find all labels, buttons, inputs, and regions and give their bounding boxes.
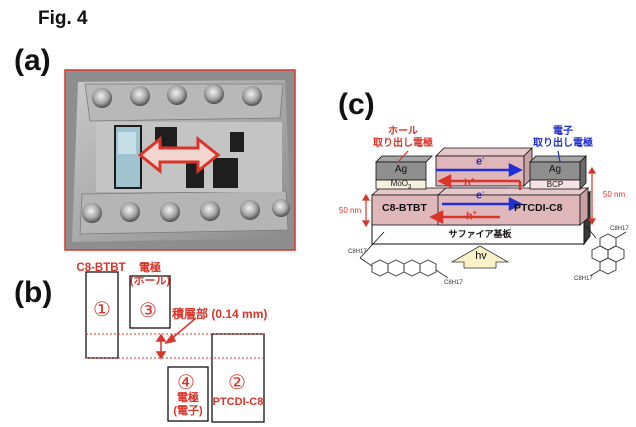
substrate-label: サファイア基板 [448,229,512,239]
electron-arrow-top-icon [436,162,523,178]
ptcdi-chain-label-2: C8H17 [574,276,593,282]
c8-btbt-label: C8-BTBT [76,262,126,274]
screws-bottom [82,199,290,223]
electron-arrow-bottom-icon [442,196,523,212]
ag-left-electrode [375,155,433,190]
box-electron-electrode [167,366,209,422]
ptcdi-layer-label: PTCDI-C8 [514,202,563,214]
light-arrow-icon [450,245,510,269]
panel-c-label: (c) [338,88,375,121]
number-1: ① [93,299,111,321]
hole-label-pointer [397,150,409,163]
ag-right-label: Ag [548,164,562,175]
btbt-pointer [359,231,385,259]
box-hole-electrode [129,275,171,329]
hole-electrode-title-2: 取り出し電極 [373,138,433,149]
pad-3 [213,158,238,188]
stack-thickness-arrow-icon [155,333,167,360]
figure-title: Fig. 4 [38,8,88,29]
stack-pointer-arrow-icon [164,317,197,345]
hole-arrow-top-icon [437,173,522,190]
pad-4 [230,132,244,152]
hole-electrode-title-1: ホール [388,126,418,137]
hole-electrode-label-1: 電極 [139,262,161,274]
ptcdi-molecule-icon [589,231,627,277]
hole-label-top: h+ [464,177,475,190]
hv-label: hv [475,250,487,262]
moo3-label: MoO3 [390,179,412,191]
panel-b-drawing [85,271,265,423]
panel-b-label: (b) [14,276,53,309]
electron-electrode-title-2: 取り出し電極 [533,138,593,149]
thickness-right-label: 50 nm [602,190,626,199]
electron-label-top: e- [476,155,485,168]
ag-left-label: Ag [394,164,408,175]
electron-label-bottom: e- [476,189,485,202]
bcp-label: BCP [546,180,564,189]
hole-label-bottom: h+ [466,210,477,223]
ptcdi-label: PTCDI-C8 [212,396,264,408]
electron-label-pointer [557,150,561,163]
number-3: ③ [139,300,157,322]
electron-electrode-label-2: (電子) [173,405,203,417]
thickness-left-arrow-icon [361,193,371,228]
btbt-chain-label: C8H17 [348,249,367,255]
c8-btbt-molecule-icon [359,257,449,279]
electron-electrode-label-1: 電極 [177,392,199,404]
stack-label: 積層部 (0.14 mm) [172,307,268,321]
btbt-chain-label-2: C8H17 [444,280,463,286]
number-4: ④ [177,372,195,394]
number-2: ② [228,372,246,394]
panel-a-label: (a) [14,44,51,77]
ptcdi-chain-label: C8H17 [610,226,629,232]
hole-electrode-label-2: (ホール) [129,275,171,287]
thickness-left-label: 50 nm [338,206,362,215]
c8-btbt-layer-label: C8-BTBT [382,202,427,214]
electron-electrode-title-1: 電子 [553,126,573,137]
ptcdi-pointer [585,225,597,239]
screws-top [92,84,262,108]
thickness-right-arrow-icon [587,166,597,226]
hole-arrow-bottom-icon [429,209,500,225]
double-arrow-icon [137,135,221,175]
ag-right-electrode [529,155,587,190]
